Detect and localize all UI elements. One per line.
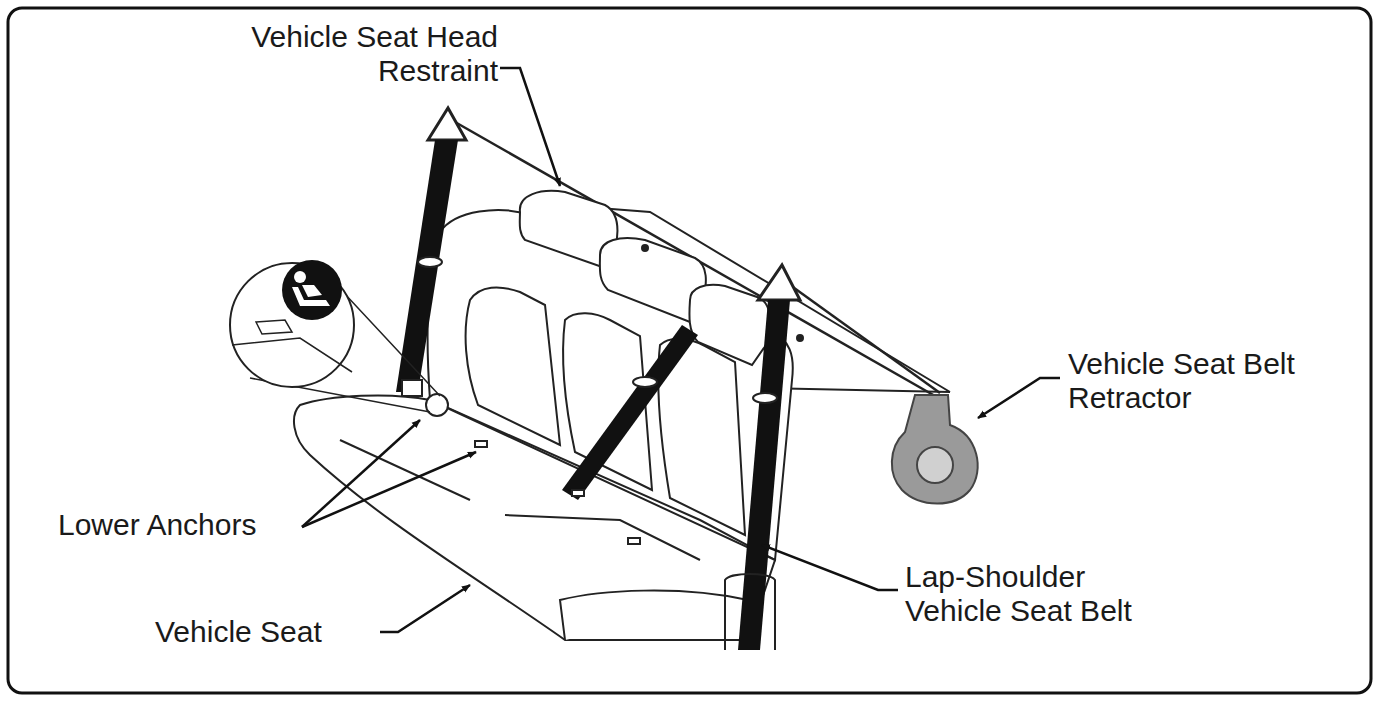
seat-back-panel: [466, 287, 560, 445]
cushion-seam: [505, 515, 700, 560]
belt-tongue: [633, 377, 657, 387]
belt-route: [790, 285, 940, 393]
belt-guide: [725, 574, 775, 650]
cushion-side: [560, 591, 748, 640]
belt-webbing: [562, 325, 698, 500]
retractor-housing: [892, 395, 978, 504]
restraint-button: [797, 335, 803, 341]
belt-buckle: [402, 380, 422, 396]
icon-body: [302, 285, 322, 297]
cushion-outline: [294, 395, 775, 640]
part-label: Lap-Shoulder Vehicle Seat Belt: [905, 560, 1190, 628]
anchor-point: [426, 394, 448, 416]
leader-arrow: [380, 585, 470, 632]
restraint-button: [642, 245, 648, 251]
belt-webbing: [738, 300, 790, 650]
part-label: Lower Anchors: [58, 508, 256, 542]
belt-tongue: [418, 257, 442, 267]
head-restraint: [689, 285, 770, 365]
icon-head: [294, 271, 306, 283]
d-rings: [428, 108, 800, 300]
belt-tongue: [753, 393, 777, 403]
retractor-spool: [917, 447, 953, 483]
cushion-seam: [340, 440, 470, 500]
leader-arrow: [978, 378, 1060, 418]
belt-retractor: [892, 395, 978, 504]
seat-cushion: [294, 395, 775, 640]
leader-arrow: [500, 68, 560, 186]
leader-arrow: [762, 545, 898, 590]
leader-arrow: [302, 420, 420, 527]
frame-border: [8, 8, 1371, 693]
part-label: Vehicle Seat: [155, 615, 322, 649]
d-ring: [428, 108, 466, 140]
leader-lines: [302, 68, 1060, 632]
lower-anchors: [426, 394, 640, 544]
leader-arrow: [302, 452, 476, 527]
d-ring: [758, 265, 800, 300]
part-label: Vehicle Seat Head Restraint: [246, 20, 498, 88]
anchor-bar: [572, 490, 584, 496]
inset-seat-edge: [232, 338, 352, 372]
latch-icon: [282, 260, 342, 320]
part-label: Vehicle Seat Belt Retractor: [1068, 347, 1358, 415]
inset-tag: [256, 320, 292, 334]
seat-belts: [396, 140, 790, 650]
latch-icon-symbol: [292, 271, 330, 306]
anchor-bar: [475, 441, 487, 447]
anchor-bar: [628, 538, 640, 544]
head-restraints: [520, 191, 803, 365]
belt-webbing: [396, 140, 458, 392]
anchor-inset: [230, 260, 440, 412]
